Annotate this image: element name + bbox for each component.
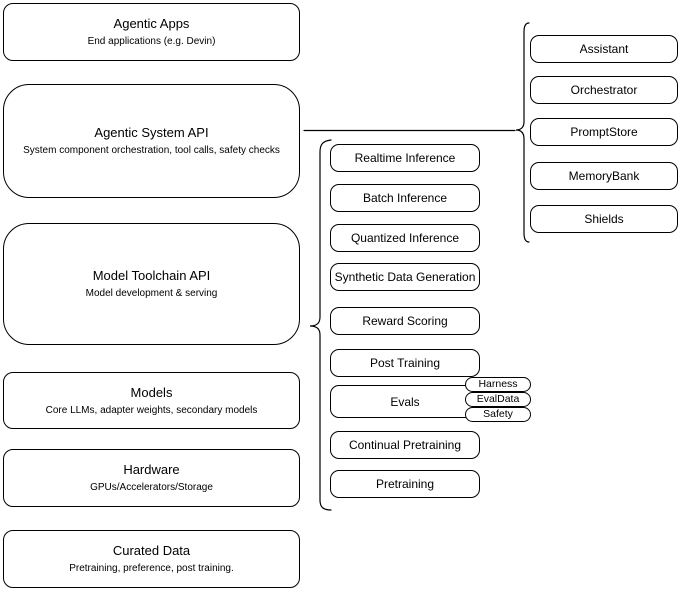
node-agentic-system-api: Agentic System API System component orch… [3,84,300,198]
node-shields: Shields [530,205,678,233]
evals-tag-harness: Harness [465,377,531,392]
node-title: Models [130,384,173,400]
node-memorybank: MemoryBank [530,162,678,190]
node-title: Agentic Apps [113,16,190,31]
node-models: Models Core LLMs, adapter weights, secon… [3,372,300,429]
node-pretraining: Pretraining [330,470,480,498]
node-assistant: Assistant [530,35,678,63]
node-model-toolchain-api: Model Toolchain API Model development & … [3,223,300,345]
node-subtitle: Pretraining, preference, post training. [69,563,234,574]
node-subtitle: End applications (e.g. Devin) [87,36,216,47]
node-agentic-apps: Agentic Apps End applications (e.g. Devi… [3,3,300,61]
node-realtime-inference: Realtime Inference [330,144,480,172]
node-subtitle: Model development & serving [85,288,218,299]
node-title: Model Toolchain API [92,268,211,283]
node-subtitle: Core LLMs, adapter weights, secondary mo… [45,404,258,416]
node-reward-scoring: Reward Scoring [330,307,480,335]
toolchain-curly-brace [309,139,332,511]
node-subtitle: GPUs/Accelerators/Storage [90,482,213,493]
node-title: Agentic System API [94,125,209,140]
node-orchestrator: Orchestrator [530,76,678,104]
evals-tag-evaldata: EvalData [465,392,531,407]
node-title: Hardware [123,462,180,477]
node-curated-data: Curated Data Pretraining, preference, po… [3,530,300,588]
node-quantized-inference: Quantized Inference [330,224,480,252]
node-batch-inference: Batch Inference [330,184,480,212]
components-curly-brace [515,22,530,243]
node-subtitle: System component orchestration, tool cal… [23,145,280,156]
node-post-training: Post Training [330,349,480,377]
node-synthetic-data-generation: Synthetic Data Generation [330,263,480,291]
node-hardware: Hardware GPUs/Accelerators/Storage [3,449,300,507]
node-evals: Evals [330,385,480,418]
node-promptstore: PromptStore [530,118,678,146]
node-title: Curated Data [112,543,191,558]
node-continual-pretraining: Continual Pretraining [330,431,480,459]
evals-tag-safety: Safety [465,407,531,422]
